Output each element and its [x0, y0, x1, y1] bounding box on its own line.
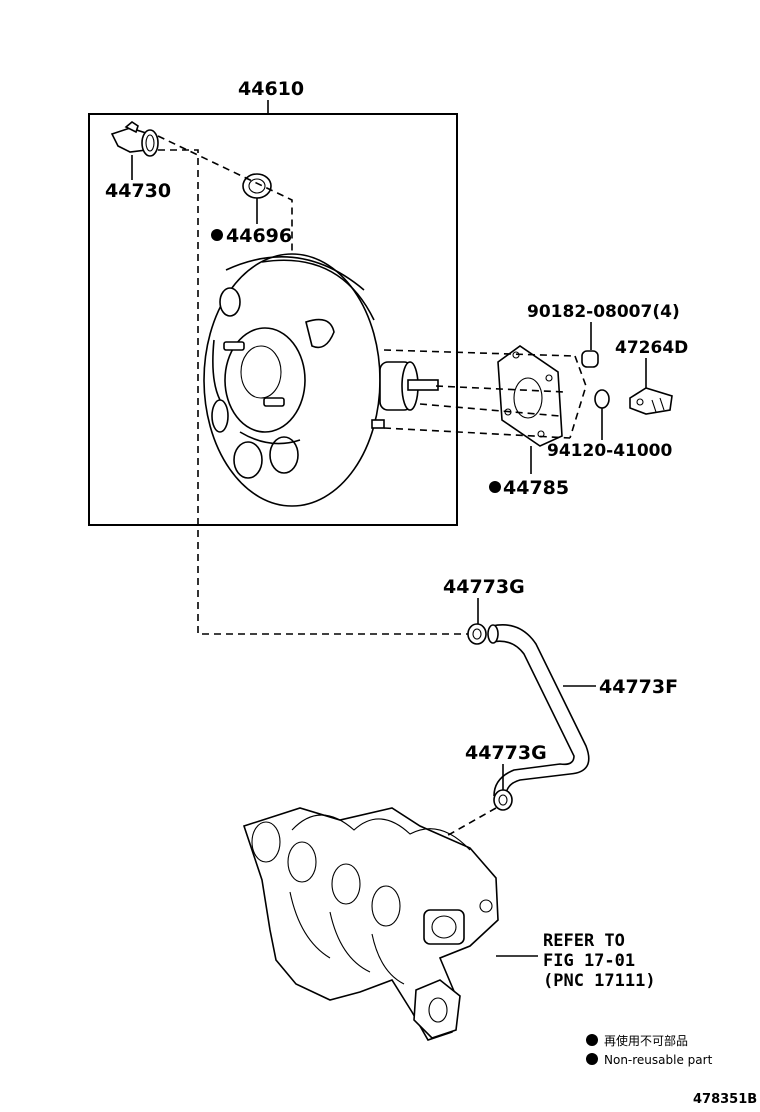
- dashed-line-valve-to-hose: [158, 149, 470, 635]
- washer-nut-part[interactable]: [594, 389, 610, 409]
- callout-clip-lower[interactable]: 44773G: [465, 742, 547, 764]
- non-reusable-dot-gasket: [489, 481, 501, 493]
- nut-part[interactable]: [581, 350, 599, 368]
- callout-gasket[interactable]: 44785: [503, 477, 569, 499]
- legend-japanese: 再使用不可部品: [604, 1033, 688, 1048]
- dashed-line-stud-3: [435, 385, 566, 393]
- reference-line-1[interactable]: REFER TO: [543, 931, 625, 951]
- callout-check-valve[interactable]: 44730: [105, 180, 171, 202]
- vacuum-hose[interactable]: [487, 624, 590, 797]
- legend-dot-2: [586, 1053, 598, 1065]
- callout-booster-assembly[interactable]: 44610: [238, 78, 304, 100]
- figure-number: 478351B: [693, 1092, 757, 1107]
- intake-manifold[interactable]: [242, 807, 499, 1041]
- callout-grommet[interactable]: 44696: [226, 225, 292, 247]
- dashed-line-stud-1: [383, 349, 576, 357]
- upper-clip-part[interactable]: [467, 623, 487, 645]
- legend-dot-1: [586, 1034, 598, 1046]
- reference-line-3[interactable]: (PNC 17111): [543, 971, 656, 991]
- assembly-frame: [88, 113, 458, 526]
- gasket-part[interactable]: [497, 345, 563, 447]
- callout-clip-upper[interactable]: 44773G: [443, 576, 525, 598]
- dashed-line-stud-2: [569, 355, 587, 439]
- reference-line-2[interactable]: FIG 17-01: [543, 951, 635, 971]
- check-valve-part[interactable]: [110, 121, 159, 157]
- grommet-part[interactable]: [242, 173, 272, 199]
- callout-nut[interactable]: 90182-08007(4): [527, 302, 680, 322]
- callout-bracket[interactable]: 47264D: [615, 338, 688, 358]
- legend-english: Non-reusable part: [604, 1053, 713, 1067]
- callout-hose[interactable]: 44773F: [599, 676, 678, 698]
- non-reusable-dot-grommet: [211, 229, 223, 241]
- brake-booster[interactable]: [203, 253, 439, 507]
- lower-clip-part[interactable]: [493, 789, 513, 811]
- bracket-part[interactable]: [629, 387, 673, 415]
- callout-washer-nut[interactable]: 94120-41000: [547, 441, 673, 461]
